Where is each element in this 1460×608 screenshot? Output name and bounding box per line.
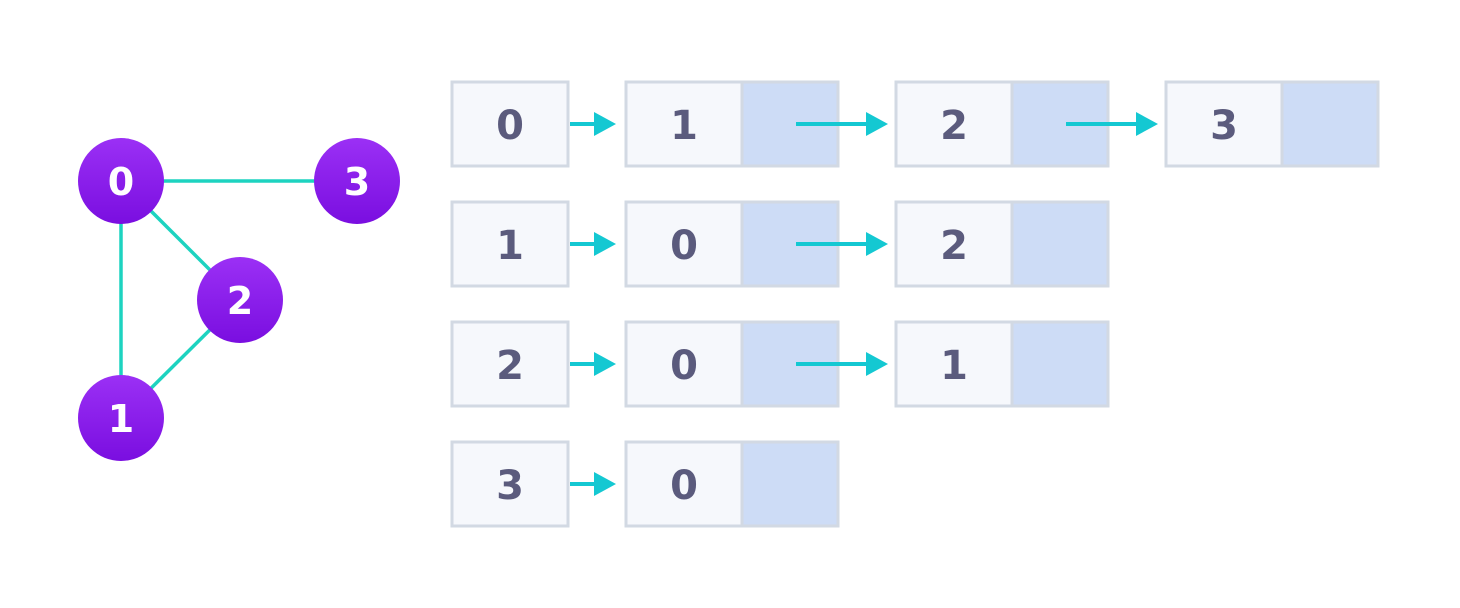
pointer-field: [1012, 323, 1107, 405]
arrow-icon: [796, 112, 888, 136]
arrow-icon: [1066, 112, 1158, 136]
node-value: 1: [670, 103, 698, 149]
list-node: 1: [894, 320, 1110, 408]
arrow-icon: [570, 232, 616, 256]
node-circle: [197, 257, 283, 343]
node-label: 3: [344, 160, 370, 204]
pointer-field: [742, 443, 837, 525]
adjacency-row-0: 0 1 2 3: [450, 80, 1380, 168]
node-label: 0: [108, 160, 134, 204]
graph-node-1: 1: [78, 375, 164, 461]
head-label: 1: [496, 223, 524, 269]
head-label: 3: [496, 463, 524, 509]
arrow-icon: [796, 232, 888, 256]
head-cell: 1: [450, 200, 570, 288]
node-value: 0: [670, 343, 698, 389]
node-circle: [78, 375, 164, 461]
list-node: 0: [624, 440, 840, 528]
list-node: 2: [894, 200, 1110, 288]
arrow-icon: [570, 472, 616, 496]
graph-node-3: 3: [314, 138, 400, 224]
arrow-icon: [796, 352, 888, 376]
node-circle: [78, 138, 164, 224]
head-label: 0: [496, 103, 524, 149]
head-label: 2: [496, 343, 524, 389]
adjacency-row-1: 1 0 2: [450, 200, 1110, 288]
arrow-icon: [570, 352, 616, 376]
pointer-field: [1012, 203, 1107, 285]
node-circle: [314, 138, 400, 224]
list-node: 2: [894, 80, 1110, 168]
node-value: 1: [940, 343, 968, 389]
head-cell: 3: [450, 440, 570, 528]
node-label: 2: [227, 279, 253, 323]
node-value: 2: [940, 103, 968, 149]
node-value: 0: [670, 223, 698, 269]
arrow-icon: [570, 112, 616, 136]
head-cell: 0: [450, 80, 570, 168]
graph-nodes: 0 1 2 3: [78, 138, 400, 461]
pointer-field: [1282, 83, 1377, 165]
adjacency-row-2: 2 0 1: [450, 320, 1110, 408]
head-cell: 2: [450, 320, 570, 408]
node-value: 0: [670, 463, 698, 509]
node-value: 3: [1210, 103, 1238, 149]
graph-node-0: 0: [78, 138, 164, 224]
list-node: 3: [1164, 80, 1380, 168]
graph-node-2: 2: [197, 257, 283, 343]
node-label: 1: [108, 397, 134, 441]
node-value: 2: [940, 223, 968, 269]
